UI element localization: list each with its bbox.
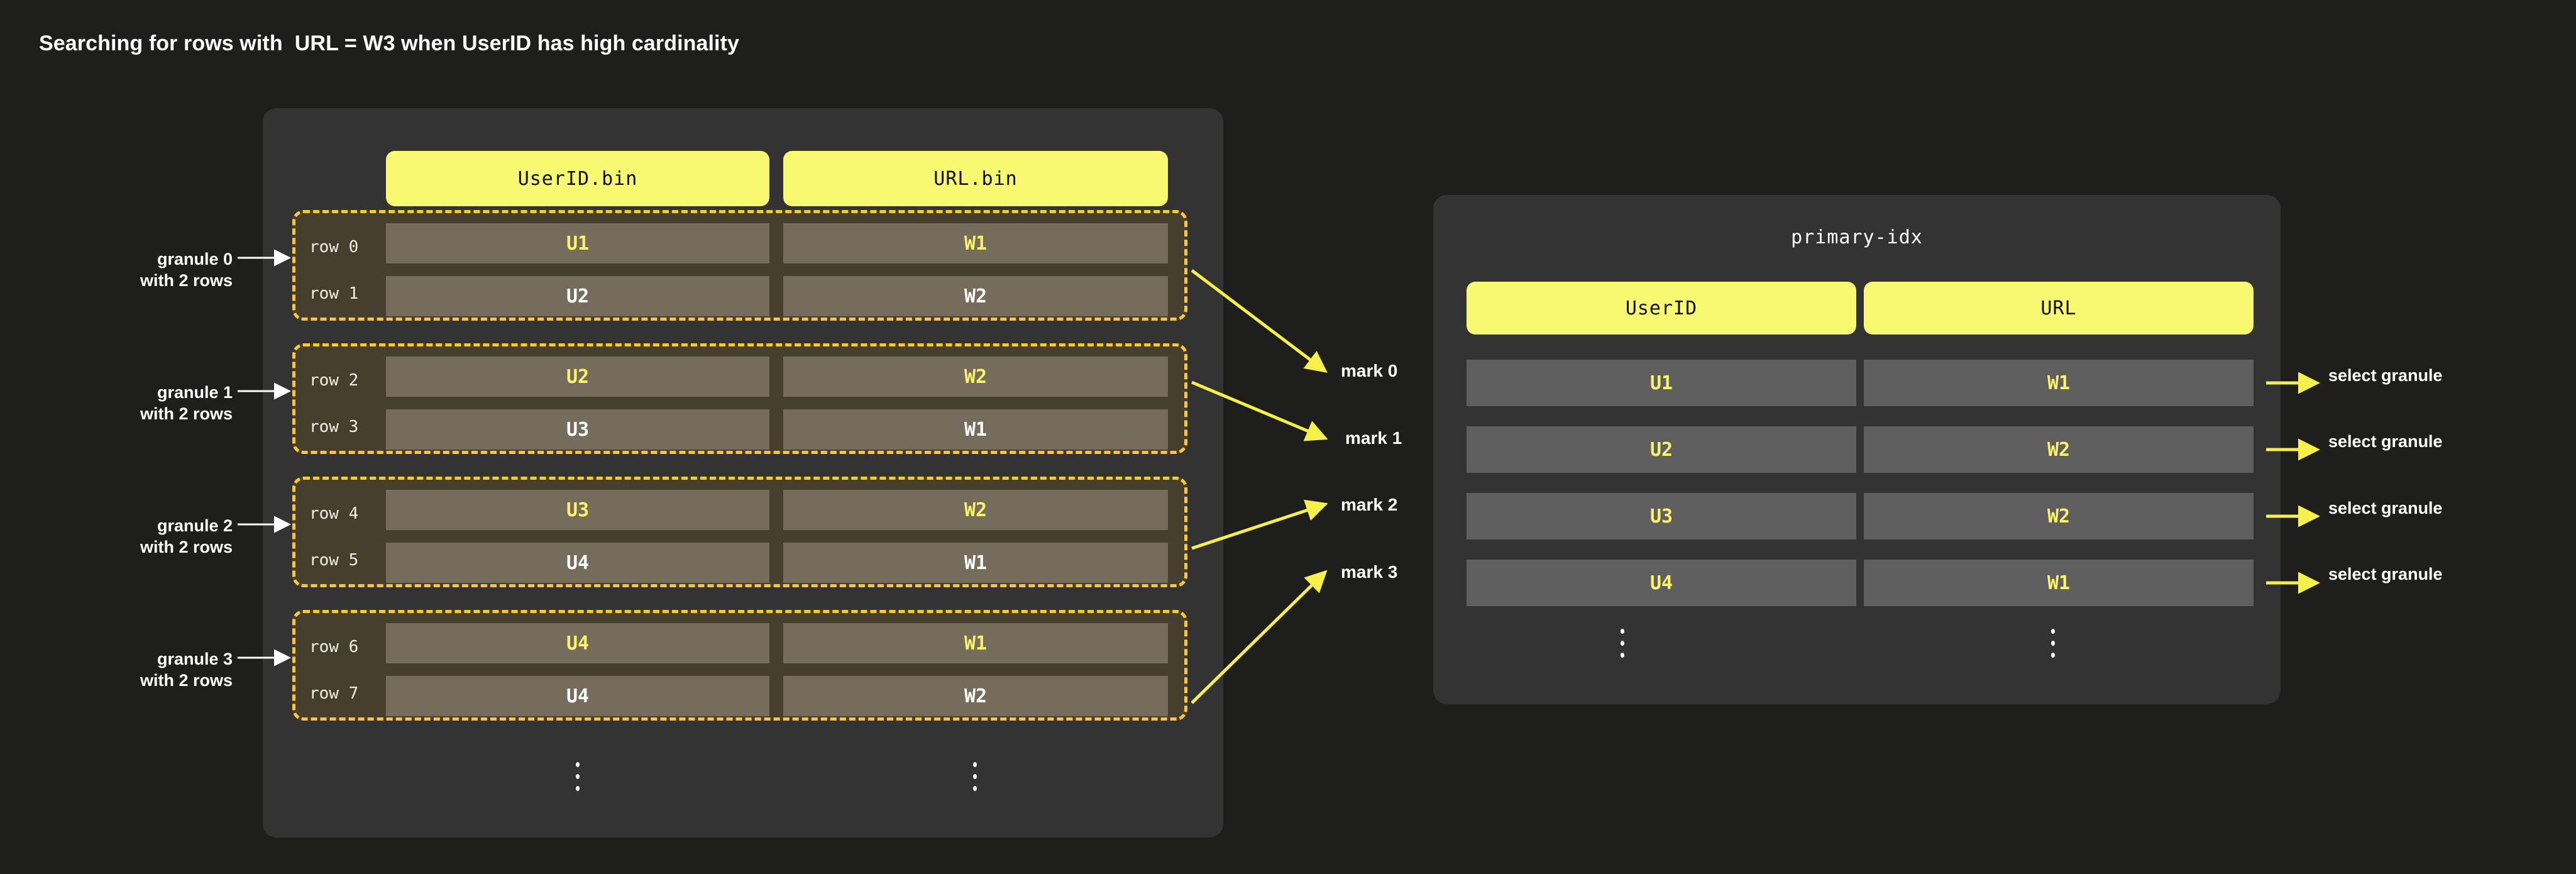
- row-label: row 5: [309, 551, 359, 570]
- granule-note-2: granule 2 with 2 rows: [140, 516, 233, 557]
- column-header-url-bin: URL.bin: [783, 151, 1168, 206]
- data-cell-url: W2: [783, 490, 1168, 530]
- data-cell-userid: U2: [386, 357, 769, 397]
- primary-idx-title: primary-idx: [1791, 226, 1923, 248]
- page-title: Searching for rows with URL = W3 when Us…: [39, 31, 740, 55]
- index-cell-url: W1: [1864, 360, 2254, 406]
- vertical-ellipsis-icon: [1621, 629, 1624, 658]
- vertical-ellipsis-icon: [576, 762, 580, 791]
- granule-note-3: granule 3 with 2 rows: [140, 650, 233, 690]
- granule-box-2[interactable]: row 4 row 5 U3 W2 U4 W1: [292, 477, 1187, 587]
- data-cell-userid: U3: [386, 490, 769, 530]
- data-cell-url: W2: [783, 276, 1168, 316]
- granule-box-0[interactable]: row 0 row 1 U1 W1 U2 W2: [292, 210, 1187, 321]
- data-cell-userid: U4: [386, 623, 769, 663]
- data-cell-url: W1: [783, 543, 1168, 583]
- data-cell-url: W2: [783, 357, 1168, 397]
- row-label: row 4: [309, 504, 359, 523]
- data-cell-userid: U4: [386, 676, 769, 716]
- data-cell-userid: U2: [386, 276, 769, 316]
- select-granule-label-0: select granule: [2328, 366, 2443, 385]
- data-cell-url: W1: [783, 623, 1168, 663]
- row-label: row 1: [309, 284, 359, 303]
- index-cell-userid: U1: [1467, 360, 1856, 406]
- row-label: row 2: [309, 371, 359, 390]
- mark-label-3: mark 3: [1341, 562, 1398, 582]
- vertical-ellipsis-icon: [2051, 629, 2055, 658]
- mark-label-0: mark 0: [1341, 361, 1398, 380]
- data-cell-userid: U1: [386, 223, 769, 263]
- index-cell-url: W2: [1864, 426, 2254, 473]
- index-header-userid: UserID: [1467, 282, 1856, 335]
- index-cell-userid: U3: [1467, 493, 1856, 539]
- select-granule-label-3: select granule: [2328, 565, 2443, 584]
- row-label: row 6: [309, 638, 359, 656]
- row-label: row 0: [309, 238, 359, 257]
- data-cell-url: W2: [783, 676, 1168, 716]
- index-cell-userid: U2: [1467, 426, 1856, 473]
- granule-note-0: granule 0 with 2 rows: [140, 250, 233, 290]
- index-cell-url: W1: [1864, 560, 2254, 606]
- granule-note-1: granule 1 with 2 rows: [140, 383, 233, 424]
- data-cell-url: W1: [783, 409, 1168, 450]
- mark-label-1: mark 1: [1345, 428, 1402, 448]
- select-granule-label-2: select granule: [2328, 499, 2443, 517]
- index-cell-url: W2: [1864, 493, 2254, 539]
- granule-box-3[interactable]: row 6 row 7 U4 W1 U4 W2: [292, 610, 1187, 721]
- vertical-ellipsis-icon: [973, 762, 977, 791]
- index-cell-userid: U4: [1467, 560, 1856, 606]
- data-cell-userid: U4: [386, 543, 769, 583]
- column-header-userid-bin: UserID.bin: [386, 151, 769, 206]
- select-granule-label-1: select granule: [2328, 432, 2443, 451]
- data-cell-userid: U3: [386, 409, 769, 450]
- index-header-url: URL: [1864, 282, 2254, 335]
- data-cell-url: W1: [783, 223, 1168, 263]
- mark-label-2: mark 2: [1341, 495, 1398, 514]
- row-label: row 3: [309, 418, 359, 436]
- granule-box-1[interactable]: row 2 row 3 U2 W2 U3 W1: [292, 343, 1187, 454]
- row-label: row 7: [309, 684, 359, 703]
